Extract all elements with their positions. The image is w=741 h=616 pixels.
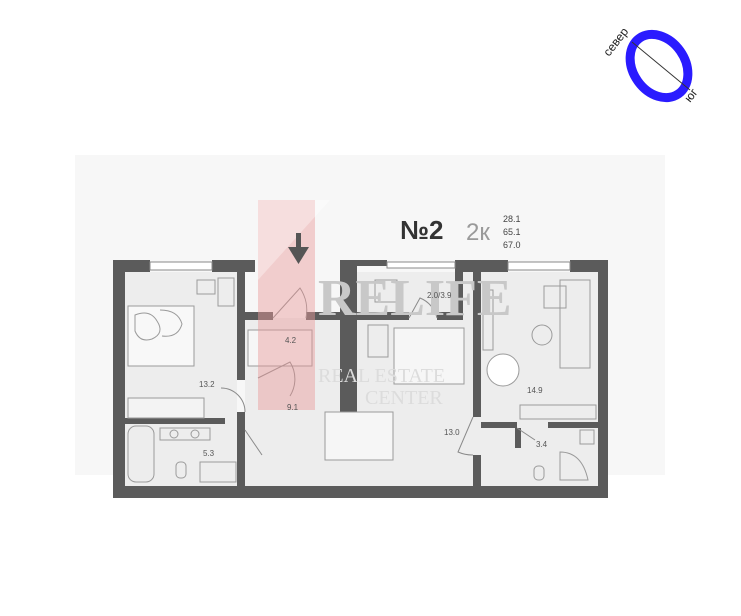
furniture xyxy=(127,277,597,483)
apartment-type: 2к xyxy=(466,219,490,246)
watermark-line1: REAL ESTATE xyxy=(318,365,445,387)
area-total-with-balcony: 67.0 xyxy=(503,240,521,250)
room-label-bathroom: 5.3 xyxy=(203,449,215,458)
compass-ring-icon xyxy=(625,29,693,103)
room-label-toilet: 3.4 xyxy=(536,440,548,449)
compass-axis xyxy=(631,41,691,91)
room-label-kitchen-living: 13.0 xyxy=(444,428,460,437)
watermark-triangle xyxy=(258,200,330,280)
watermark-line2: CENTER xyxy=(365,387,443,409)
room-label-hall: 9.1 xyxy=(287,403,299,412)
room-label-bedroom: 13.2 xyxy=(199,380,215,389)
room-label-closet: 4.2 xyxy=(285,336,297,345)
entry-arrow-icon xyxy=(288,233,309,264)
room-label-room: 14.9 xyxy=(527,386,543,395)
watermark-block xyxy=(258,200,315,410)
apartment-number: №2 xyxy=(400,215,443,245)
windows xyxy=(149,261,571,271)
walls xyxy=(113,260,608,498)
area-living: 28.1 xyxy=(503,214,521,224)
doors xyxy=(220,287,536,456)
area-total: 65.1 xyxy=(503,227,521,237)
compass: север юг xyxy=(600,25,701,105)
room-label-balcony: 2.0/3.9 xyxy=(427,291,452,300)
watermark: RELIFE REAL ESTATE CENTER xyxy=(258,200,512,410)
watermark-word: RELIFE xyxy=(318,270,512,327)
